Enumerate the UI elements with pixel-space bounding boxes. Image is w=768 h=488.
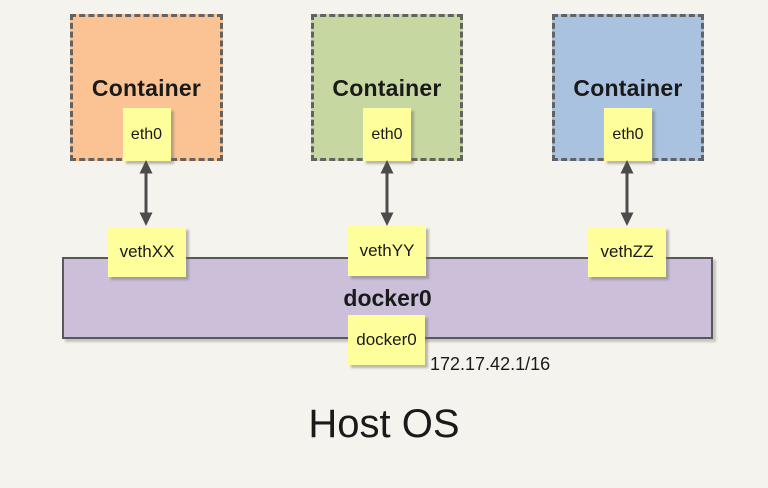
host-os-label: Host OS bbox=[308, 402, 460, 446]
vethyy-label: vethYY bbox=[359, 241, 415, 260]
container-2-eth0-tag: eth0 bbox=[363, 108, 411, 161]
container-box-3: Container eth0 bbox=[552, 14, 704, 161]
vethxx-label: vethXX bbox=[119, 242, 175, 261]
container-1-eth0-label: eth0 bbox=[130, 125, 163, 143]
vethzz-tag: vethZZ bbox=[588, 227, 666, 277]
double-arrow-icon bbox=[139, 160, 153, 226]
docker0-interface-tag: docker0 bbox=[348, 315, 425, 365]
container-3-title: Container bbox=[573, 75, 683, 101]
docker0-bridge-label: docker0 bbox=[343, 285, 432, 311]
docker0-interface-label: docker0 bbox=[356, 330, 417, 349]
container-1-eth0-tag: eth0 bbox=[122, 108, 171, 161]
container-1-title: Container bbox=[91, 75, 202, 101]
vethyy-tag: vethYY bbox=[348, 226, 426, 276]
container-box-1: Container eth0 bbox=[70, 14, 223, 161]
container-2-eth0-label: eth0 bbox=[371, 125, 403, 143]
container-2-title: Container bbox=[332, 75, 442, 101]
container-box-2: Container eth0 bbox=[311, 14, 463, 161]
container-3-eth0-label: eth0 bbox=[612, 125, 644, 143]
container-3-eth0-tag: eth0 bbox=[604, 108, 652, 161]
bridge-subnet-address: 172.17.42.1/16 bbox=[430, 354, 551, 374]
vethzz-label: vethZZ bbox=[600, 242, 654, 261]
double-arrow-icon bbox=[380, 160, 394, 226]
double-arrow-icon bbox=[620, 160, 634, 226]
vethxx-tag: vethXX bbox=[108, 227, 186, 277]
